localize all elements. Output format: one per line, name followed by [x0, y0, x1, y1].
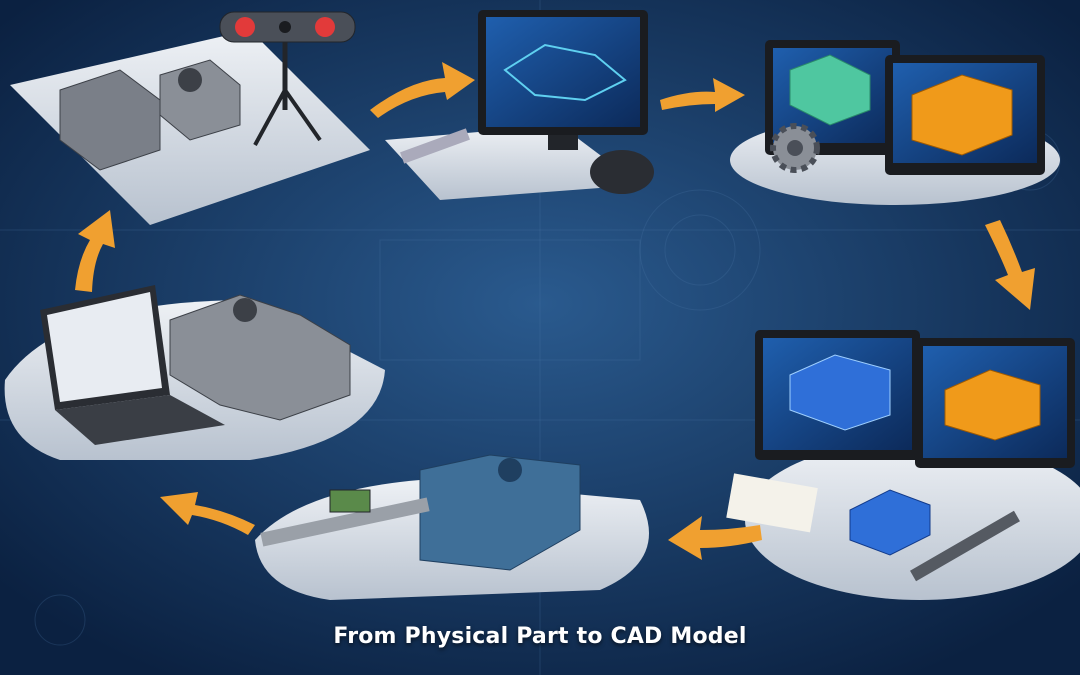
laptop-icon: [40, 285, 225, 445]
arrow-6-to-1: [75, 210, 115, 292]
arrow-1-to-2: [370, 62, 475, 118]
arrow-4-to-5: [668, 516, 762, 560]
stage-verify-part: [255, 454, 649, 600]
stage-scan-part: [10, 11, 370, 225]
gear-icon: [770, 123, 820, 173]
caliper-icon: [260, 489, 430, 547]
arrow-3-to-4: [985, 220, 1035, 310]
diagram-caption: From Physical Part to CAD Model: [333, 624, 747, 649]
arrow-2-to-3: [660, 78, 745, 112]
stage-drawings: [4, 285, 385, 460]
cycle-arrows: [75, 62, 1035, 560]
stage-mesh-processing: [730, 40, 1060, 205]
3d-scanner-icon: [219, 11, 356, 146]
arrow-5-to-6: [160, 492, 255, 535]
stage-cad-modeling: [726, 330, 1080, 600]
stage-point-cloud: [385, 10, 654, 200]
